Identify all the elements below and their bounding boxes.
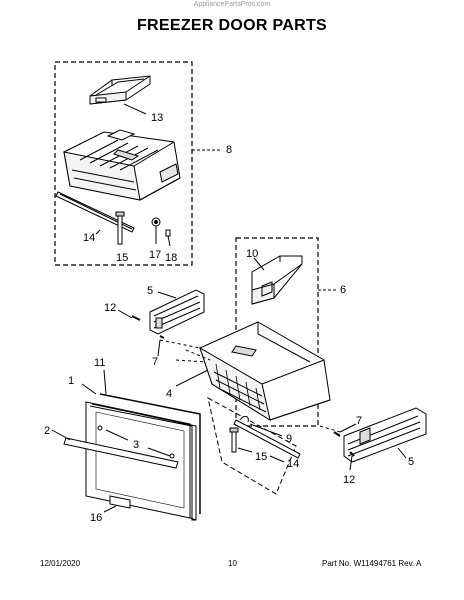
footer-part-number: Part No. W11494761 Rev. A: [322, 559, 422, 568]
callout-1: 1: [68, 375, 74, 387]
callout-15-lower: 15: [255, 451, 267, 463]
leader-15-lower: [237, 447, 253, 453]
callout-13: 13: [151, 112, 163, 124]
callout-11: 11: [94, 357, 105, 369]
part-13-small-bin: [89, 75, 151, 105]
leader-13: [123, 103, 147, 115]
callout-9: 9: [286, 433, 292, 445]
callout-15-upper: 15: [116, 252, 128, 264]
leader-10: [253, 257, 265, 271]
callout-7-upper: 7: [152, 356, 158, 368]
callout-7-lower: 7: [356, 415, 362, 427]
part-10-small-bin: [251, 255, 303, 305]
watermark-text: AppliancePartsPros.com: [193, 1, 271, 8]
callout-12-upper: 12: [104, 302, 116, 314]
leader-7-lower: [339, 423, 357, 433]
leader-18: [167, 235, 171, 247]
callout-16: 16: [90, 512, 102, 524]
leader-2: [51, 429, 71, 441]
callout-17: 17: [149, 249, 161, 261]
leader-5-lower: [397, 447, 407, 459]
leader-5-upper: [157, 291, 177, 299]
callout-3: 3: [133, 439, 139, 451]
part-5-slide-lower: [343, 407, 427, 463]
part-15-screw-lower: [231, 429, 237, 453]
part-16-label: [109, 495, 131, 509]
callout-14-upper: 14: [83, 232, 95, 244]
part-9-clip: [239, 415, 249, 423]
callout-10: 10: [246, 248, 258, 260]
callout-2: 2: [44, 425, 50, 437]
page-title: FREEZER DOOR PARTS: [136, 17, 327, 34]
upper-group-box: [54, 61, 193, 266]
leader-7-upper: [157, 339, 161, 357]
leader-14-lower: [269, 455, 285, 463]
part-11-gasket: [99, 393, 201, 514]
leader-12-upper: [117, 309, 133, 319]
leader-9: [249, 423, 283, 437]
footer-date: 12/01/2020: [40, 559, 81, 568]
part-5-slide-upper: [149, 289, 205, 335]
callout-8: 8: [226, 144, 232, 156]
part-14-rail-lower: [233, 419, 301, 459]
callout-12-lower: 12: [343, 474, 355, 486]
leader-3: [105, 429, 171, 457]
callout-5-lower: 5: [408, 456, 414, 468]
part-4-lower-basket: [199, 321, 331, 422]
leader-16: [103, 505, 117, 513]
part-8-upper-basket: [63, 129, 181, 201]
footer-page-number: 10: [228, 559, 237, 568]
callout-5-upper: 5: [147, 285, 153, 297]
part-17-roller: [151, 217, 161, 227]
leader-4: [175, 369, 209, 387]
callout-4: 4: [166, 388, 172, 400]
leader-11: [103, 369, 107, 395]
callout-18: 18: [165, 252, 177, 264]
leader-12-lower: [349, 455, 353, 471]
leader-1: [81, 383, 97, 395]
callout-14-lower: 14: [287, 458, 299, 470]
part-15-screw-upper: [117, 213, 123, 245]
callout-6: 6: [340, 284, 346, 296]
leader-14-upper: [95, 229, 101, 235]
part-18-screw: [165, 229, 171, 237]
